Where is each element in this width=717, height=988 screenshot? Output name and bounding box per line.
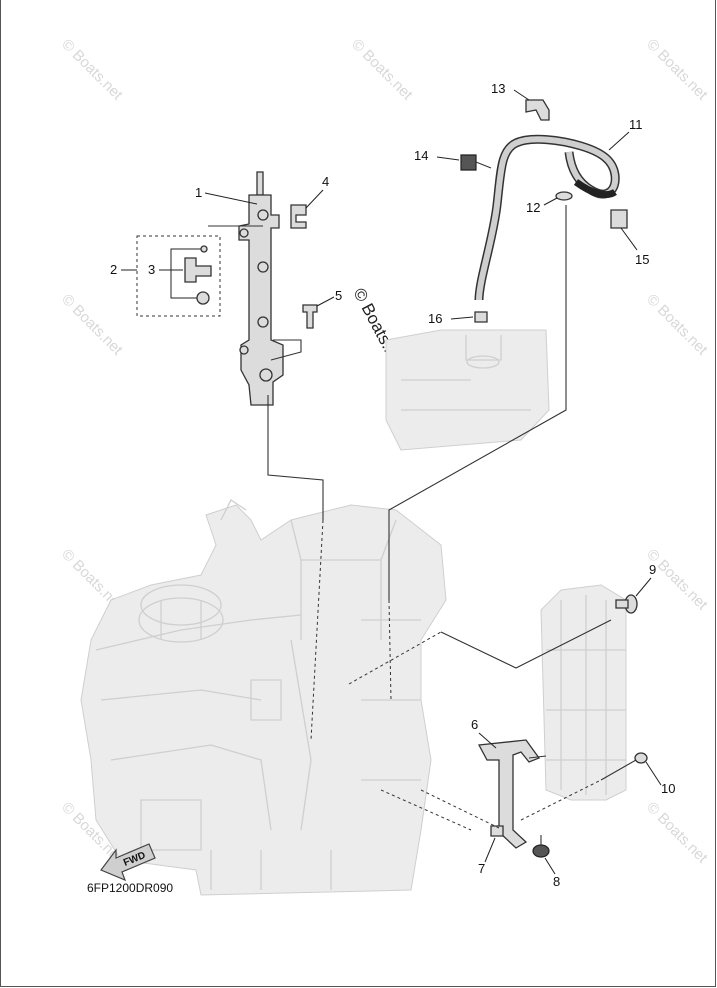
callout-10[interactable]: 10	[661, 781, 675, 796]
bolt-5[interactable]	[302, 304, 318, 329]
callout-13[interactable]: 13	[491, 81, 505, 96]
clamp-14[interactable]	[460, 154, 492, 171]
fuel-hose-11[interactable]	[474, 134, 620, 301]
callout-14[interactable]: 14	[414, 148, 428, 163]
assembly-guide-lines	[208, 205, 637, 845]
watermark: © Boats.net	[643, 799, 711, 867]
callout-4[interactable]: 4	[322, 174, 329, 189]
engine-block-ghost	[80, 499, 447, 896]
callout-8[interactable]: 8	[553, 874, 560, 889]
watermark: © Boats.net	[643, 36, 711, 104]
bolt-9[interactable]	[615, 594, 638, 614]
diagram-code: 6FP1200DR090	[87, 881, 173, 895]
watermark: © Boats.net	[58, 36, 126, 104]
bolt-7[interactable]	[490, 825, 504, 837]
callout-12[interactable]: 12	[526, 200, 540, 215]
ring-12[interactable]	[555, 191, 573, 201]
right-block-ghost	[540, 584, 627, 801]
upper-block-ghost	[385, 329, 550, 451]
nut-10[interactable]	[634, 752, 648, 764]
watermark: © Boats.net	[643, 546, 711, 614]
injector-dashed-box	[136, 235, 221, 317]
callout-15[interactable]: 15	[635, 252, 649, 267]
callout-2[interactable]: 2	[110, 262, 117, 277]
fuel-rail[interactable]	[238, 171, 284, 406]
clip-16[interactable]	[474, 311, 488, 323]
callout-3[interactable]: 3	[148, 262, 155, 277]
injector-group[interactable]	[136, 235, 221, 317]
watermark: © Boats.net	[58, 291, 126, 359]
callouts: 1 2 3 4 5 6 7 8 9 10 11 12 13 14 15 16	[110, 81, 675, 889]
callout-7[interactable]: 7	[478, 861, 485, 876]
clamp-13[interactable]	[525, 99, 550, 121]
callout-5[interactable]: 5	[335, 288, 342, 303]
nut-8[interactable]	[532, 844, 550, 858]
callout-11[interactable]: 11	[629, 117, 643, 132]
callout-6[interactable]: 6	[471, 717, 478, 732]
clip-15[interactable]	[610, 209, 628, 229]
bracket-6[interactable]	[477, 739, 547, 849]
callout-9[interactable]: 9	[649, 562, 656, 577]
fwd-arrow-icon	[100, 843, 156, 882]
fwd-arrow: FWD	[100, 843, 156, 882]
callout-16[interactable]: 16	[428, 311, 442, 326]
watermark: © Boats.net	[643, 291, 711, 359]
watermark: © Boats.net	[348, 36, 416, 104]
clip-4[interactable]	[290, 204, 307, 229]
callout-1[interactable]: 1	[195, 185, 202, 200]
